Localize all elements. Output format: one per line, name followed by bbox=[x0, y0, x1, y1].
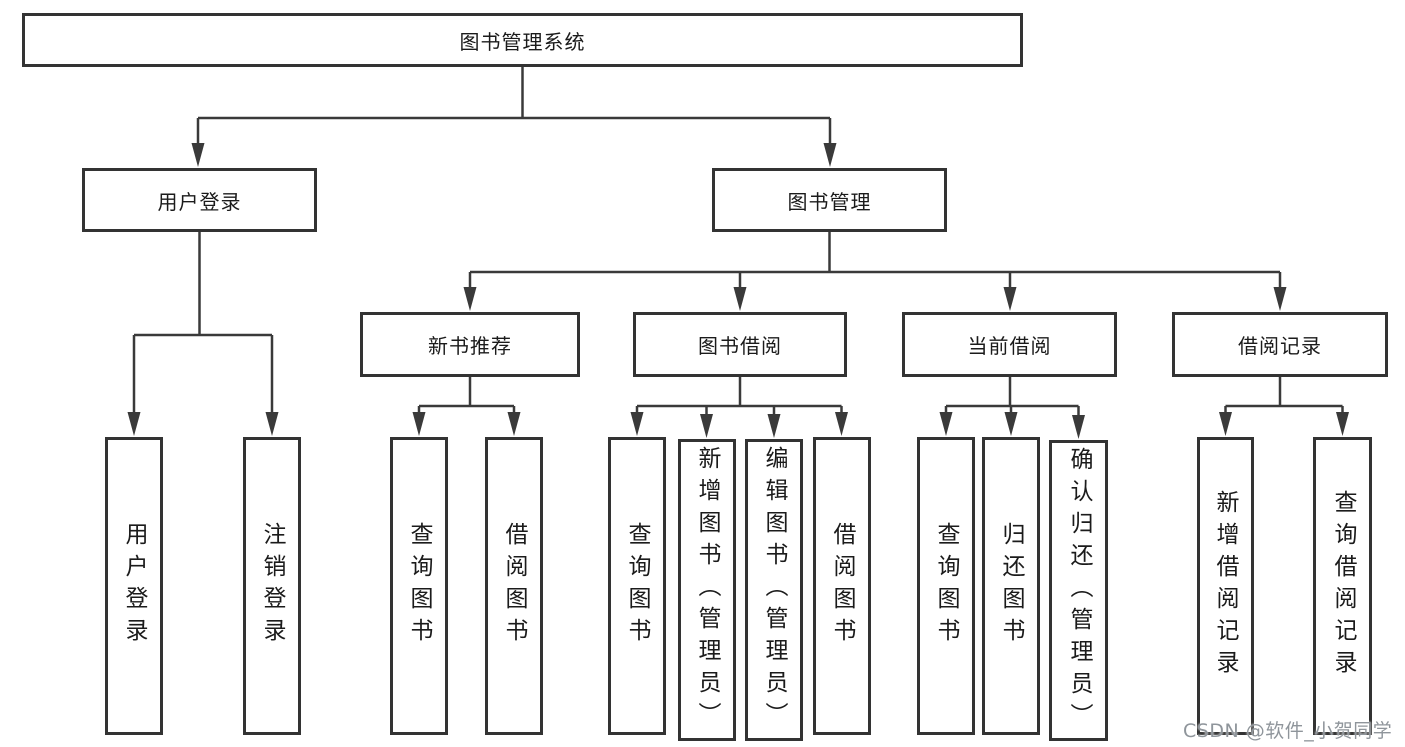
node-book-borrowing: 图书借阅 bbox=[633, 312, 847, 377]
node-leaf-logout: 注销登录 bbox=[243, 437, 301, 735]
node-leaf-edit-books-admin: 编辑图书（管理员） bbox=[745, 439, 803, 741]
node-current-borrowing: 当前借阅 bbox=[902, 312, 1117, 377]
node-leaf-query-books-current: 查询图书 bbox=[917, 437, 975, 735]
arrowheads bbox=[127, 143, 1349, 439]
node-leaf-user-login: 用户登录 bbox=[105, 437, 163, 735]
node-leaf-add-borrow-record: 新增借阅记录 bbox=[1197, 437, 1254, 735]
node-leaf-confirm-return-admin: 确认归还（管理员） bbox=[1049, 440, 1108, 741]
node-root-system: 图书管理系统 bbox=[22, 13, 1023, 67]
node-leaf-return-books: 归还图书 bbox=[982, 437, 1040, 735]
node-new-book-recommend: 新书推荐 bbox=[360, 312, 580, 377]
watermark: CSDN @软件_小贺同学 bbox=[1183, 720, 1393, 742]
node-leaf-query-books-borrowing: 查询图书 bbox=[608, 437, 666, 735]
node-leaf-borrow-books: 借阅图书 bbox=[813, 437, 871, 735]
node-leaf-query-books-recommend: 查询图书 bbox=[390, 437, 448, 735]
node-book-management-branch: 图书管理 bbox=[712, 168, 947, 232]
node-leaf-query-borrow-record: 查询借阅记录 bbox=[1313, 437, 1372, 735]
node-leaf-borrow-books-recommend: 借阅图书 bbox=[485, 437, 543, 735]
node-user-login-branch: 用户登录 bbox=[82, 168, 317, 232]
node-borrowing-records: 借阅记录 bbox=[1172, 312, 1388, 377]
node-leaf-add-books-admin: 新增图书（管理员） bbox=[678, 439, 736, 741]
